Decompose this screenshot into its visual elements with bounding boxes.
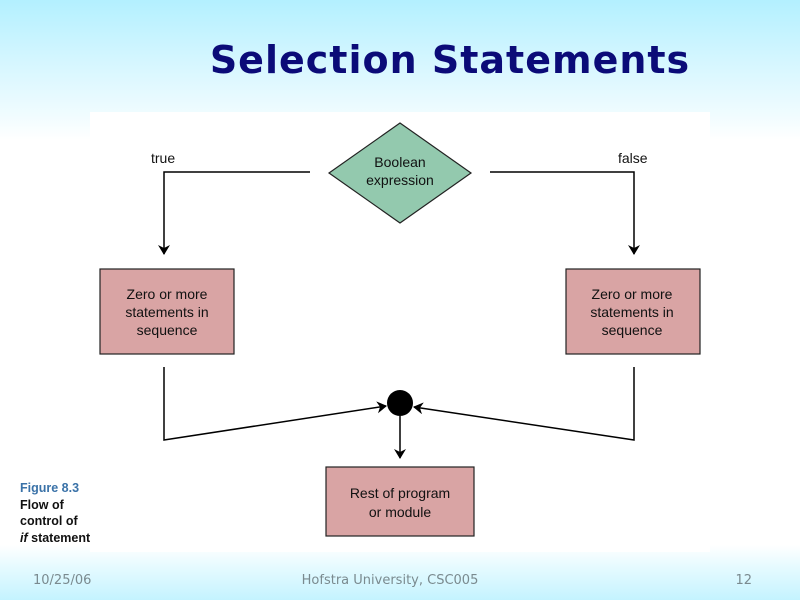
true-box-line3: sequence [137, 322, 198, 338]
end-box-line2: or module [369, 504, 431, 520]
true-box-line1: Zero or more [127, 286, 208, 302]
decision-label-line2: expression [366, 172, 434, 188]
false-box-line1: Zero or more [592, 286, 673, 302]
false-box-line3: sequence [602, 322, 663, 338]
true-merge-connector [163, 367, 387, 441]
caption-line-3-rest: statement [27, 530, 91, 545]
caption-line-3: if statement [20, 530, 90, 547]
slide-title: Selection Statements [209, 38, 691, 82]
footer-date: 10/25/06 [33, 573, 92, 588]
false-label: false [618, 150, 648, 166]
caption-line-2: control of [20, 514, 78, 528]
end-box-line1: Rest of program [350, 485, 450, 501]
rest-of-program-rect [325, 466, 475, 537]
decision-label-line1: Boolean [374, 154, 425, 170]
false-merge-connector [413, 367, 635, 441]
true-branch-rect [99, 268, 235, 355]
caption-keyword: if [20, 530, 28, 545]
footer-center: Hofstra University, CSC005 [301, 573, 479, 588]
true-label: true [151, 150, 175, 166]
true-box-line2: statements in [125, 304, 208, 320]
figure-number: Figure 8.3 [20, 481, 80, 495]
footer-page-number: 12 [735, 573, 752, 588]
false-branch-connector [490, 171, 640, 255]
rest-of-program-box: Rest of program or module [325, 466, 475, 537]
true-branch-box: Zero or more statements in sequence [99, 268, 235, 355]
false-branch-rect [565, 268, 701, 355]
caption-line-1: Flow of [20, 497, 64, 512]
merge-point [387, 390, 413, 416]
false-branch-box: Zero or more statements in sequence [565, 268, 701, 355]
figure-caption: Figure 8.3 Flow of control of if stateme… [20, 480, 90, 546]
decision-diamond [327, 122, 473, 224]
decision-node: Boolean expression [327, 122, 473, 224]
false-box-line2: statements in [590, 304, 673, 320]
true-branch-connector [158, 171, 310, 255]
